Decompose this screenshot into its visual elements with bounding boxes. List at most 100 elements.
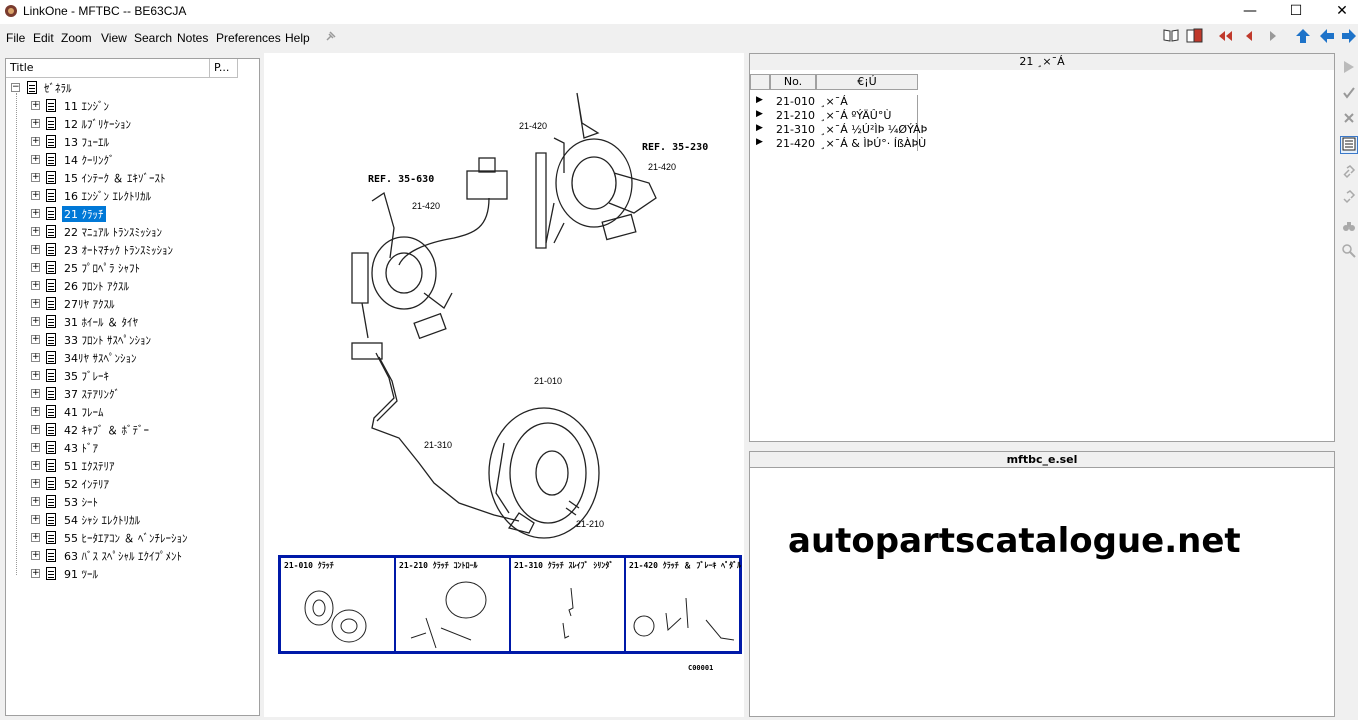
close-button[interactable]: ✕ (1336, 3, 1348, 19)
menu-file[interactable]: File (6, 31, 26, 45)
up-arrow-icon[interactable] (1292, 28, 1314, 48)
pin-icon[interactable] (320, 28, 342, 48)
callout-21-420-b[interactable]: 21-420 (648, 162, 676, 172)
tree-item[interactable]: +15 ｲﾝﾃｰｸ ＆ ｴｷｿﾞｰｽﾄ (6, 169, 256, 187)
expand-icon[interactable]: + (31, 172, 40, 182)
expand-icon[interactable]: + (31, 496, 40, 506)
tree-root[interactable]: −ｾﾞﾈﾗﾙ (6, 79, 256, 97)
menu-help[interactable]: Help (285, 31, 310, 45)
parts-row[interactable]: ▶21-010¸×¯Á (750, 95, 950, 109)
expand-icon[interactable]: + (31, 118, 40, 128)
expand-icon[interactable]: + (31, 568, 40, 578)
expand-icon[interactable]: + (31, 208, 40, 218)
tree-item[interactable]: +52 ｲﾝﾃﾘｱ (6, 475, 256, 493)
tree-item[interactable]: +51 ｴｸｽﾃﾘｱ (6, 457, 256, 475)
list-icon[interactable] (1340, 136, 1358, 154)
minimize-button[interactable]: — (1243, 3, 1257, 19)
column-page[interactable]: P... (210, 59, 238, 78)
expand-icon[interactable]: + (31, 478, 40, 488)
expand-icon[interactable]: + (31, 298, 40, 308)
thumbnail-21-420[interactable]: 21-420 ｸﾗｯﾁ ＆ ﾌﾞﾚｰｷ ﾍﾟﾀﾞﾙ (626, 558, 741, 651)
play-icon[interactable] (1340, 60, 1358, 78)
callout-21-420-a[interactable]: 21-420 (519, 121, 547, 131)
tree-item[interactable]: +27ﾘﾔ ｱｸｽﾙ (6, 295, 256, 313)
binoculars-icon[interactable] (1340, 219, 1358, 237)
back-arrow-icon[interactable] (1316, 28, 1338, 48)
callout-21-210[interactable]: 21-210 (576, 519, 604, 529)
menu-notes[interactable]: Notes (177, 31, 209, 45)
tree-item[interactable]: +42 ｷｬﾌﾞ ＆ ﾎﾞﾃﾞｰ (6, 421, 256, 439)
unlink-icon[interactable] (1340, 190, 1358, 208)
tree-item[interactable]: +54 ｼｬｼ ｴﾚｸﾄﾘｶﾙ (6, 511, 256, 529)
expand-icon[interactable]: + (31, 514, 40, 524)
magnifier-icon[interactable] (1340, 244, 1358, 262)
expand-icon[interactable]: + (31, 316, 40, 326)
callout-21-010[interactable]: 21-010 (534, 376, 562, 386)
tree-item[interactable]: +12 ﾙﾌﾞﾘｹｰｼｮﾝ (6, 115, 256, 133)
callout-21-420-c[interactable]: 21-420 (412, 201, 440, 211)
menu-edit[interactable]: Edit (33, 31, 54, 45)
expand-icon[interactable]: + (31, 406, 40, 416)
tree-item[interactable]: +53 ｼｰﾄ (6, 493, 256, 511)
tree-item[interactable]: +23 ｵｰﾄﾏﾁｯｸ ﾄﾗﾝｽﾐｯｼｮﾝ (6, 241, 256, 259)
tree-item[interactable]: +43 ﾄﾞｱ (6, 439, 256, 457)
prev-icon[interactable] (1238, 28, 1260, 48)
expand-icon[interactable]: + (31, 262, 40, 272)
parts-row[interactable]: ▶21-310¸×¯Á ½Ú²ÌÞ ¼ØÝÀÞ (750, 123, 950, 137)
tree-item[interactable]: +41 ﾌﾚｰﾑ (6, 403, 256, 421)
book-icon[interactable] (1160, 28, 1182, 48)
tree-item[interactable]: +13 ﾌｭｰｴﾙ (6, 133, 256, 151)
expand-icon[interactable]: + (31, 442, 40, 452)
tree-item[interactable]: +63 ﾊﾞｽ ｽﾍﾟｼｬﾙ ｴｸｲﾌﾟﾒﾝﾄ (6, 547, 256, 565)
parts-row[interactable]: ▶21-420¸×¯Á & ÌÞÚ°· ÍßÀÞÙ (750, 137, 950, 151)
expand-icon[interactable]: + (31, 136, 40, 146)
close-icon[interactable] (1340, 111, 1358, 129)
expand-icon[interactable]: + (31, 352, 40, 362)
menu-zoom[interactable]: Zoom (61, 31, 92, 45)
menu-view[interactable]: View (101, 31, 127, 45)
tree-item[interactable]: +25 ﾌﾟﾛﾍﾟﾗ ｼｬﾌﾄ (6, 259, 256, 277)
expand-icon[interactable]: + (31, 280, 40, 290)
expand-icon[interactable]: + (31, 226, 40, 236)
check-icon[interactable] (1340, 86, 1358, 104)
ref-35-630[interactable]: REF. 35-630 (368, 174, 434, 185)
expand-icon[interactable]: + (31, 424, 40, 434)
tree-item[interactable]: +16 ｴﾝｼﾞﾝ ｴﾚｸﾄﾘｶﾙ (6, 187, 256, 205)
expand-icon[interactable]: + (31, 370, 40, 380)
expand-icon[interactable]: + (31, 334, 40, 344)
expand-icon[interactable]: + (31, 388, 40, 398)
menu-preferences[interactable]: Preferences (216, 31, 281, 45)
thumbnail-21-310[interactable]: 21-310 ｸﾗｯﾁ ｽﾚｲﾌﾞ ｼﾘﾝﾀﾞ (511, 558, 626, 651)
tree-item[interactable]: +34ﾘﾔ ｻｽﾍﾟﾝｼｮﾝ (6, 349, 256, 367)
tree-item[interactable]: +37 ｽﾃｱﾘﾝｸﾞ (6, 385, 256, 403)
expand-icon[interactable]: + (31, 550, 40, 560)
tree-item[interactable]: +33 ﾌﾛﾝﾄ ｻｽﾍﾟﾝｼｮﾝ (6, 331, 256, 349)
maximize-button[interactable]: ☐ (1289, 3, 1303, 19)
first-icon[interactable] (1214, 28, 1236, 48)
link-icon[interactable] (1340, 165, 1358, 183)
column-title[interactable]: Title (6, 59, 210, 78)
expand-icon[interactable]: + (31, 154, 40, 164)
bookmark-icon[interactable] (1184, 28, 1206, 48)
column-name[interactable]: €¡Ú (816, 74, 918, 90)
expand-icon[interactable]: + (31, 532, 40, 542)
tree-item[interactable]: +21 ｸﾗｯﾁ (6, 205, 256, 223)
thumbnail-21-210[interactable]: 21-210 ｸﾗｯﾁ ｺﾝﾄﾛｰﾙ (396, 558, 511, 651)
expand-icon[interactable]: + (31, 460, 40, 470)
tree-item[interactable]: +35 ﾌﾞﾚｰｷ (6, 367, 256, 385)
tree-item[interactable]: +11 ｴﾝｼﾞﾝ (6, 97, 256, 115)
parts-row[interactable]: ▶21-210¸×¯Á ºÝÄÛ°Ù (750, 109, 950, 123)
callout-21-310[interactable]: 21-310 (424, 440, 452, 450)
expand-icon[interactable]: + (31, 190, 40, 200)
next-icon[interactable] (1262, 28, 1284, 48)
menu-search[interactable]: Search (134, 31, 173, 45)
tree-item[interactable]: +55 ﾋｰﾀｴｱｺﾝ ＆ ﾍﾞﾝﾁﾚｰｼｮﾝ (6, 529, 256, 547)
thumbnail-21-010[interactable]: 21-010 ｸﾗｯﾁ (281, 558, 396, 651)
expand-icon[interactable]: + (31, 244, 40, 254)
expand-icon[interactable]: + (31, 100, 40, 110)
column-no[interactable]: No. (770, 74, 816, 90)
tree-item[interactable]: +91 ﾂｰﾙ (6, 565, 256, 583)
collapse-icon[interactable]: − (11, 82, 20, 92)
tree-item[interactable]: +14 ｸｰﾘﾝｸﾞ (6, 151, 256, 169)
tree-item[interactable]: +31 ﾎｲｰﾙ ＆ ﾀｲﾔ (6, 313, 256, 331)
